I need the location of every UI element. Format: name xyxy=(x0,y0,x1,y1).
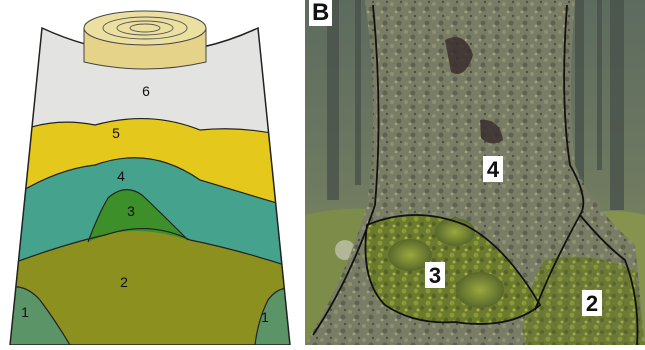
svg-text:3: 3 xyxy=(429,263,441,288)
svg-text:2: 2 xyxy=(586,291,598,316)
zone-label-4: 4 xyxy=(117,168,125,184)
tree-photo-svg: 4 3 2 xyxy=(305,0,645,345)
zone-label-1-right: 1 xyxy=(261,309,269,325)
photo-label-4: 4 xyxy=(483,156,503,182)
zone-label-6: 6 xyxy=(142,83,150,99)
panel-letter-b: B xyxy=(309,0,332,26)
zone-label-2: 2 xyxy=(120,274,128,290)
zonation-diagram: 6 5 4 3 2 1 1 xyxy=(0,0,300,345)
stump-icon xyxy=(84,11,206,69)
photo-label-2: 2 xyxy=(582,290,602,316)
photo-label-3: 3 xyxy=(425,262,445,288)
svg-text:4: 4 xyxy=(487,157,500,182)
zone-label-1-left: 1 xyxy=(21,304,29,320)
tree-photo: 4 3 2 B xyxy=(305,0,645,345)
trunk-diagram-svg: 6 5 4 3 2 1 1 xyxy=(0,0,300,345)
zone-label-5: 5 xyxy=(112,125,120,141)
zone-label-3: 3 xyxy=(127,203,135,219)
